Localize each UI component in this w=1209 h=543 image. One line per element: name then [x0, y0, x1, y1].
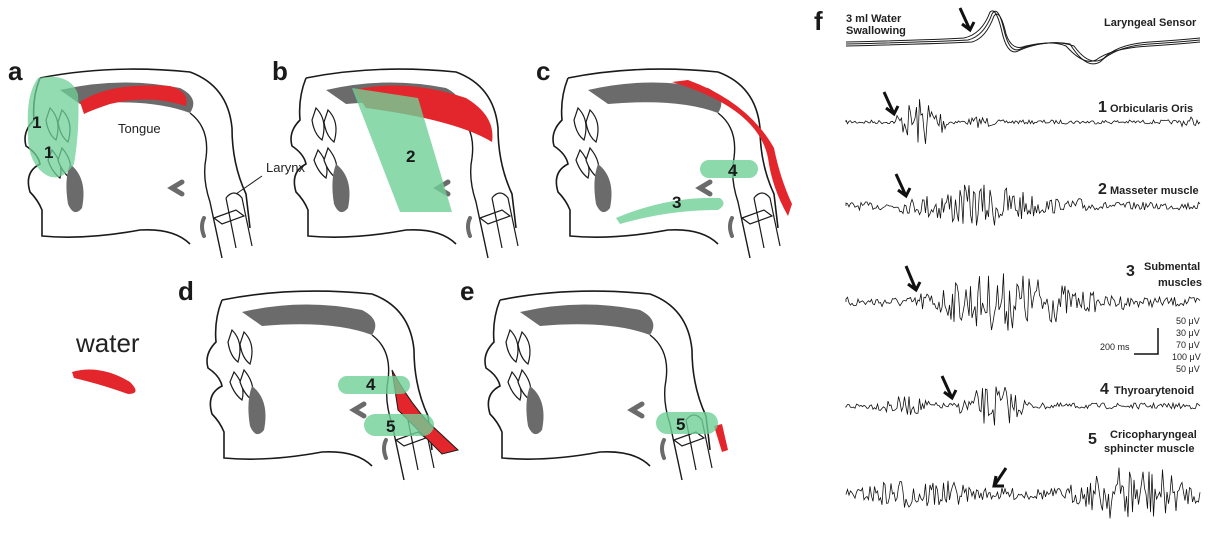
trace-arrow	[884, 92, 898, 114]
trace-name: Thyroarytenoid	[1114, 385, 1194, 397]
trace-number: 3	[1126, 263, 1135, 280]
region-number: 1	[44, 143, 53, 162]
panel-label-b: b	[272, 56, 288, 86]
scale-amplitude: 50 μV	[1176, 364, 1200, 374]
trace-name: Masseter muscle	[1110, 185, 1199, 197]
trace-name: Submental	[1144, 261, 1200, 273]
trace-arrow	[994, 468, 1006, 486]
emg-trace	[846, 468, 1200, 519]
trace-name: Cricopharyngeal	[1110, 429, 1197, 441]
cricopharyngeal-region	[364, 414, 434, 436]
panel-c: c 3 4	[536, 56, 792, 258]
panel-e: e 5	[460, 276, 728, 480]
water-legend-swatch	[72, 370, 136, 394]
region-number: 2	[406, 147, 415, 166]
tongue-label: Tongue	[118, 121, 161, 136]
trace-number: 2	[1098, 181, 1107, 198]
trace-number: 5	[1088, 431, 1097, 448]
panel-label-f: f	[814, 6, 823, 36]
region-number: 1	[32, 113, 41, 132]
emg-trace	[846, 273, 1200, 330]
panel-label-d: d	[178, 276, 194, 306]
panel-label-e: e	[460, 276, 474, 306]
trace-arrow	[960, 8, 974, 30]
cricopharyngeal-region	[656, 412, 718, 434]
trace-number: 1	[1098, 99, 1107, 116]
submental-region	[616, 198, 724, 224]
scale-amplitude: 100 μV	[1172, 352, 1201, 362]
legend-water-label: water	[75, 328, 140, 358]
region-number: 4	[366, 375, 376, 394]
region-number: 5	[386, 417, 395, 436]
scale-time-label: 200 ms	[1100, 342, 1130, 352]
header-right: Laryngeal Sensor	[1104, 17, 1197, 29]
trace-name-line2: muscles	[1158, 277, 1202, 289]
header-left-line2: Swallowing	[846, 25, 906, 37]
scale-amplitude: 50 μV	[1176, 316, 1200, 326]
trace-name-line2: sphincter muscle	[1104, 443, 1194, 455]
panel-label-a: a	[8, 56, 23, 86]
scale-amplitude: 70 μV	[1176, 340, 1200, 350]
panel-a: a 1 1 Tongue Larynx	[8, 56, 306, 258]
region-number: 3	[672, 193, 681, 212]
scale-amplitude: 30 μV	[1176, 328, 1200, 338]
panel-d: d 4 5	[178, 276, 458, 480]
trace-number: 4	[1100, 381, 1109, 398]
trace-arrow	[906, 266, 920, 290]
panel-f: f 3 ml Water Swallowing Laryngeal Sensor…	[814, 6, 1202, 518]
header-left-line1: 3 ml Water	[846, 13, 902, 25]
water-legend: water	[72, 328, 140, 394]
panel-b: b 2	[272, 56, 518, 258]
scale-bar	[1134, 328, 1158, 354]
trace-arrow	[942, 376, 956, 398]
trace-arrow	[896, 174, 910, 196]
region-number: 4	[728, 161, 738, 180]
panel-label-c: c	[536, 56, 550, 86]
trace-name: Orbicularis Oris	[1110, 103, 1193, 115]
head-outline	[485, 291, 712, 480]
region-number: 5	[676, 415, 685, 434]
